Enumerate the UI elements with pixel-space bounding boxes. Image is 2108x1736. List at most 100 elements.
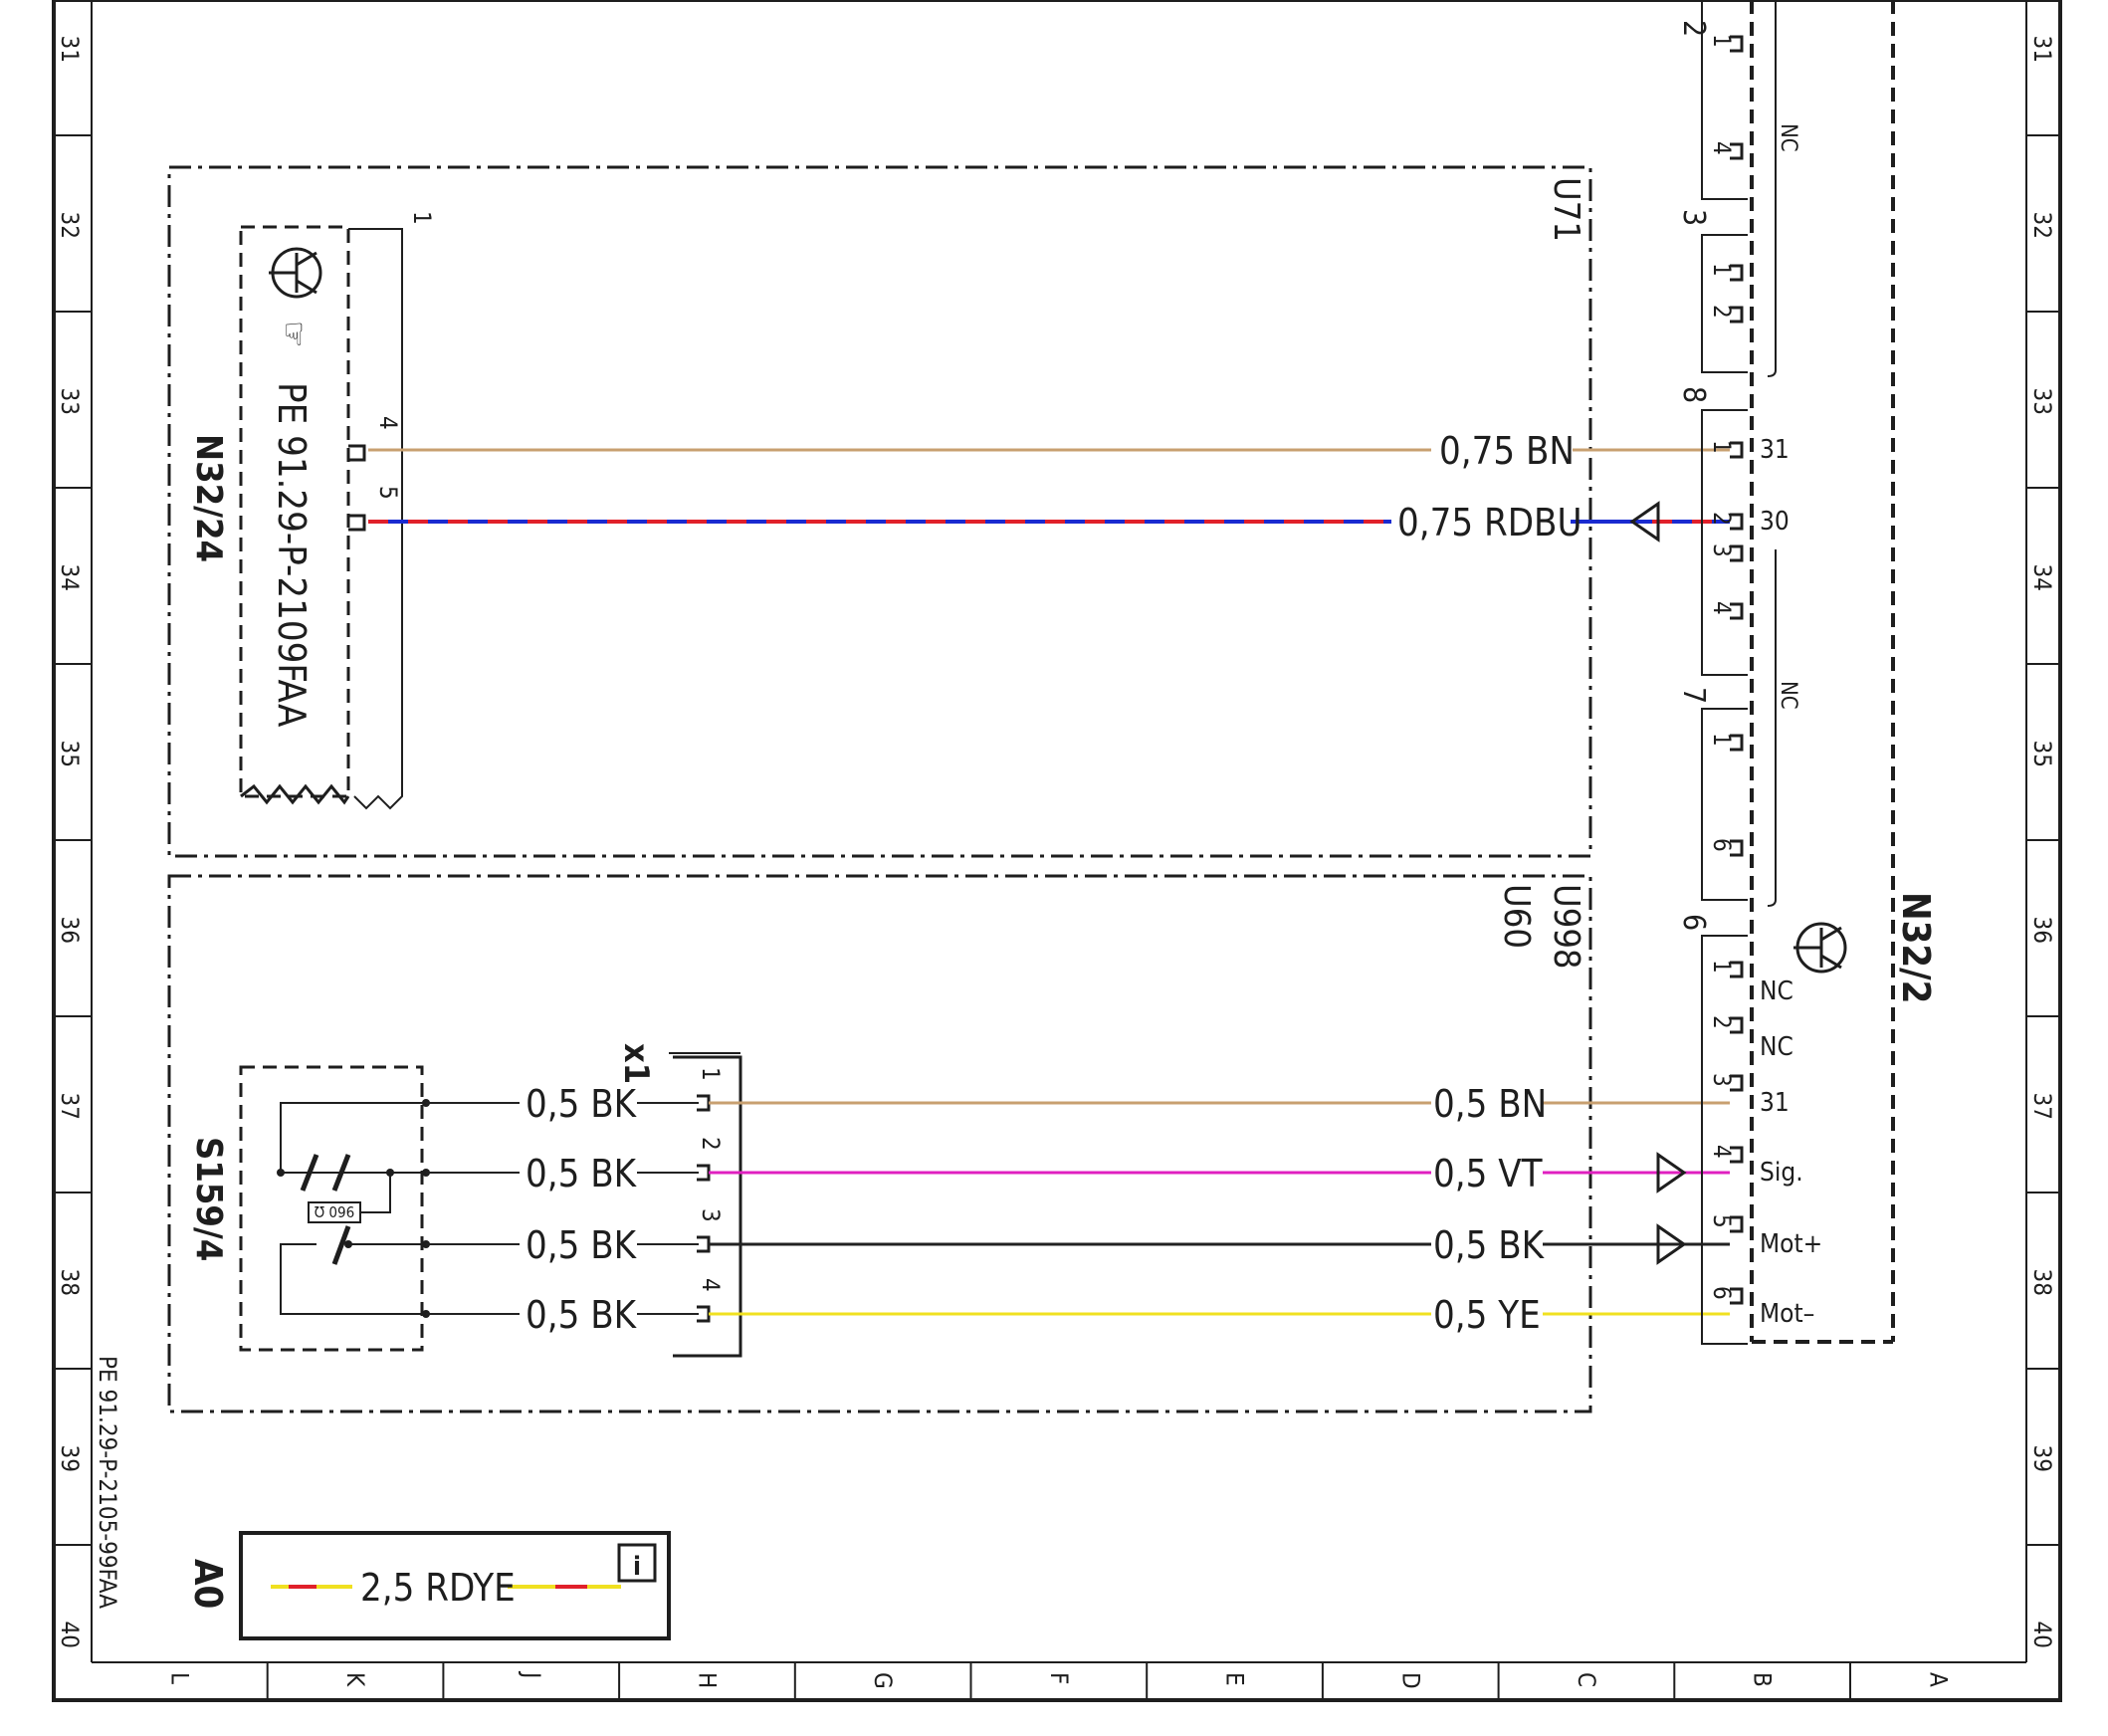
connector-7: 716 [1676, 687, 1748, 901]
connector-pin: 4 [1708, 1145, 1736, 1159]
row-label-right: 31 [2028, 36, 2056, 63]
wire-bk: 0,5 BK [709, 1223, 1730, 1267]
svg-text:i: i [633, 1552, 641, 1582]
n32-24-label: N32/24 [188, 434, 229, 562]
frame [52, 0, 2062, 1702]
row-label-right: 38 [2028, 1269, 2056, 1296]
row-label-right: 37 [2028, 1093, 2056, 1120]
n32-24-component: ☞ PE 91.29-P-2109FAA N32/24 1 4 5 [188, 211, 436, 810]
connector-2: 214 [1676, 0, 1748, 200]
connector-number: 7 [1676, 687, 1711, 704]
row-label-right: 34 [2028, 564, 2056, 591]
a0-wire-label: 2,5 RDYE [360, 1566, 516, 1610]
module-pin-label: Mot– [1760, 1299, 1814, 1329]
n32-24-reference: PE 91.29-P-2109FAA [270, 382, 314, 728]
direction-arrow-icon [1656, 1152, 1687, 1194]
column-label: C [1573, 1672, 1600, 1687]
x1-pin-4: 4 [697, 1278, 725, 1292]
column-label: L [165, 1672, 193, 1684]
connector-number: 6 [1676, 914, 1711, 931]
row-label-right: 39 [2028, 1445, 2056, 1472]
column-label: K [341, 1672, 369, 1687]
connector-pin: 3 [1708, 543, 1736, 557]
connector-pin: 2 [1708, 305, 1736, 319]
n32-24-pin-5: 5 [374, 486, 402, 500]
connector-pin: 3 [1708, 1073, 1736, 1087]
module-pin-label: NC [1776, 681, 1800, 710]
transistor-icon [269, 247, 322, 299]
row-label-left: 38 [56, 1269, 84, 1296]
row-label-left: 39 [56, 1445, 84, 1472]
direction-arrow-icon [1629, 501, 1660, 542]
connector-pin: 6 [1708, 838, 1736, 852]
row-label-left: 32 [56, 212, 84, 239]
wire-ye: 0,5 YE [709, 1293, 1730, 1337]
a0-legend: A0 2,5 RDYE i [186, 1531, 671, 1640]
wire-label: 0,5 BK [526, 1082, 638, 1126]
u998-label: U998 [1546, 884, 1586, 970]
column-label: E [1221, 1672, 1249, 1686]
row-label-right: 35 [2028, 741, 2056, 767]
module-pin-label: 31 [1760, 1088, 1790, 1118]
x1-pin-1: 1 [697, 1067, 725, 1081]
switch-wires: 0,5 BK 0,5 BK 0,5 BK 0,5 BK [426, 1082, 699, 1337]
n32-2-label: N32/2 [1894, 892, 1938, 1003]
row-label-right: 33 [2028, 388, 2056, 415]
wire-label-0-75-rdbu: 0,75 RDBU [1397, 501, 1582, 544]
n32-24-pin-4: 4 [374, 416, 402, 430]
row-label-right: 36 [2028, 917, 2056, 944]
wire-0-75-rdbu: 0,75 RDBU [368, 501, 1730, 544]
a0-label: A0 [186, 1559, 230, 1609]
direction-arrow-icon [1656, 1223, 1687, 1265]
wire-bk1: 0,5 BK [426, 1082, 699, 1126]
connector-number: 2 [1676, 20, 1711, 37]
side-reference: PE 91.29-P-2105-99FAA [94, 1356, 121, 1609]
wire-label: 0,5 BK [526, 1293, 638, 1337]
connector-pin: 1 [1708, 263, 1736, 277]
column-label: A [1924, 1672, 1952, 1687]
wire-label-0-75-bn: 0,75 BN [1439, 429, 1575, 473]
row-label-left: 36 [56, 917, 84, 944]
row-label-left: 37 [56, 1093, 84, 1120]
connector-pin: 1 [1708, 440, 1736, 454]
row-label-right: 32 [2028, 212, 2056, 239]
module-pin-label: NC [1760, 976, 1793, 1006]
wire-label: 0,5 BN [1433, 1082, 1547, 1126]
module-wires: 0,5 BN0,5 VT0,5 BK0,5 YE [709, 1082, 1730, 1337]
wire-label: 0,5 BK [526, 1152, 638, 1195]
wire-bk3: 0,5 BK [426, 1223, 699, 1267]
row-tick-marks [54, 134, 2060, 1546]
wire-0-75-bn: 0,75 BN [368, 429, 1730, 473]
wire-label: 0,5 BK [1433, 1223, 1546, 1267]
wire-label: 0,5 BK [526, 1223, 638, 1267]
s159-4-component: S159/4 960 Ω [188, 1065, 430, 1352]
s159-4-label: S159/4 [188, 1137, 229, 1261]
x1-pin-2: 2 [697, 1137, 725, 1151]
connector-pin: 4 [1708, 601, 1736, 615]
info-icon: i [617, 1543, 657, 1583]
connector-pin: 6 [1708, 1286, 1736, 1300]
module-pin-label: NC [1760, 1032, 1793, 1062]
transistor-icon [1793, 922, 1847, 974]
row-label-left: 34 [56, 564, 84, 591]
wire-bk2: 0,5 BK [426, 1152, 699, 1195]
resistor-value: 960 Ω [315, 1202, 354, 1220]
svg-text:☞: ☞ [274, 321, 314, 347]
u71-label: U71 [1546, 177, 1586, 242]
resistor-icon [308, 1201, 361, 1223]
hand-pointer-icon: ☞ [274, 321, 314, 347]
row-label-left: 31 [56, 36, 84, 63]
module-pin-label: 30 [1760, 507, 1790, 537]
connector-number: 3 [1676, 209, 1711, 226]
x1-label: x1 [616, 1043, 656, 1084]
wire-bk4: 0,5 BK [426, 1293, 699, 1337]
column-label: B [1749, 1672, 1777, 1687]
